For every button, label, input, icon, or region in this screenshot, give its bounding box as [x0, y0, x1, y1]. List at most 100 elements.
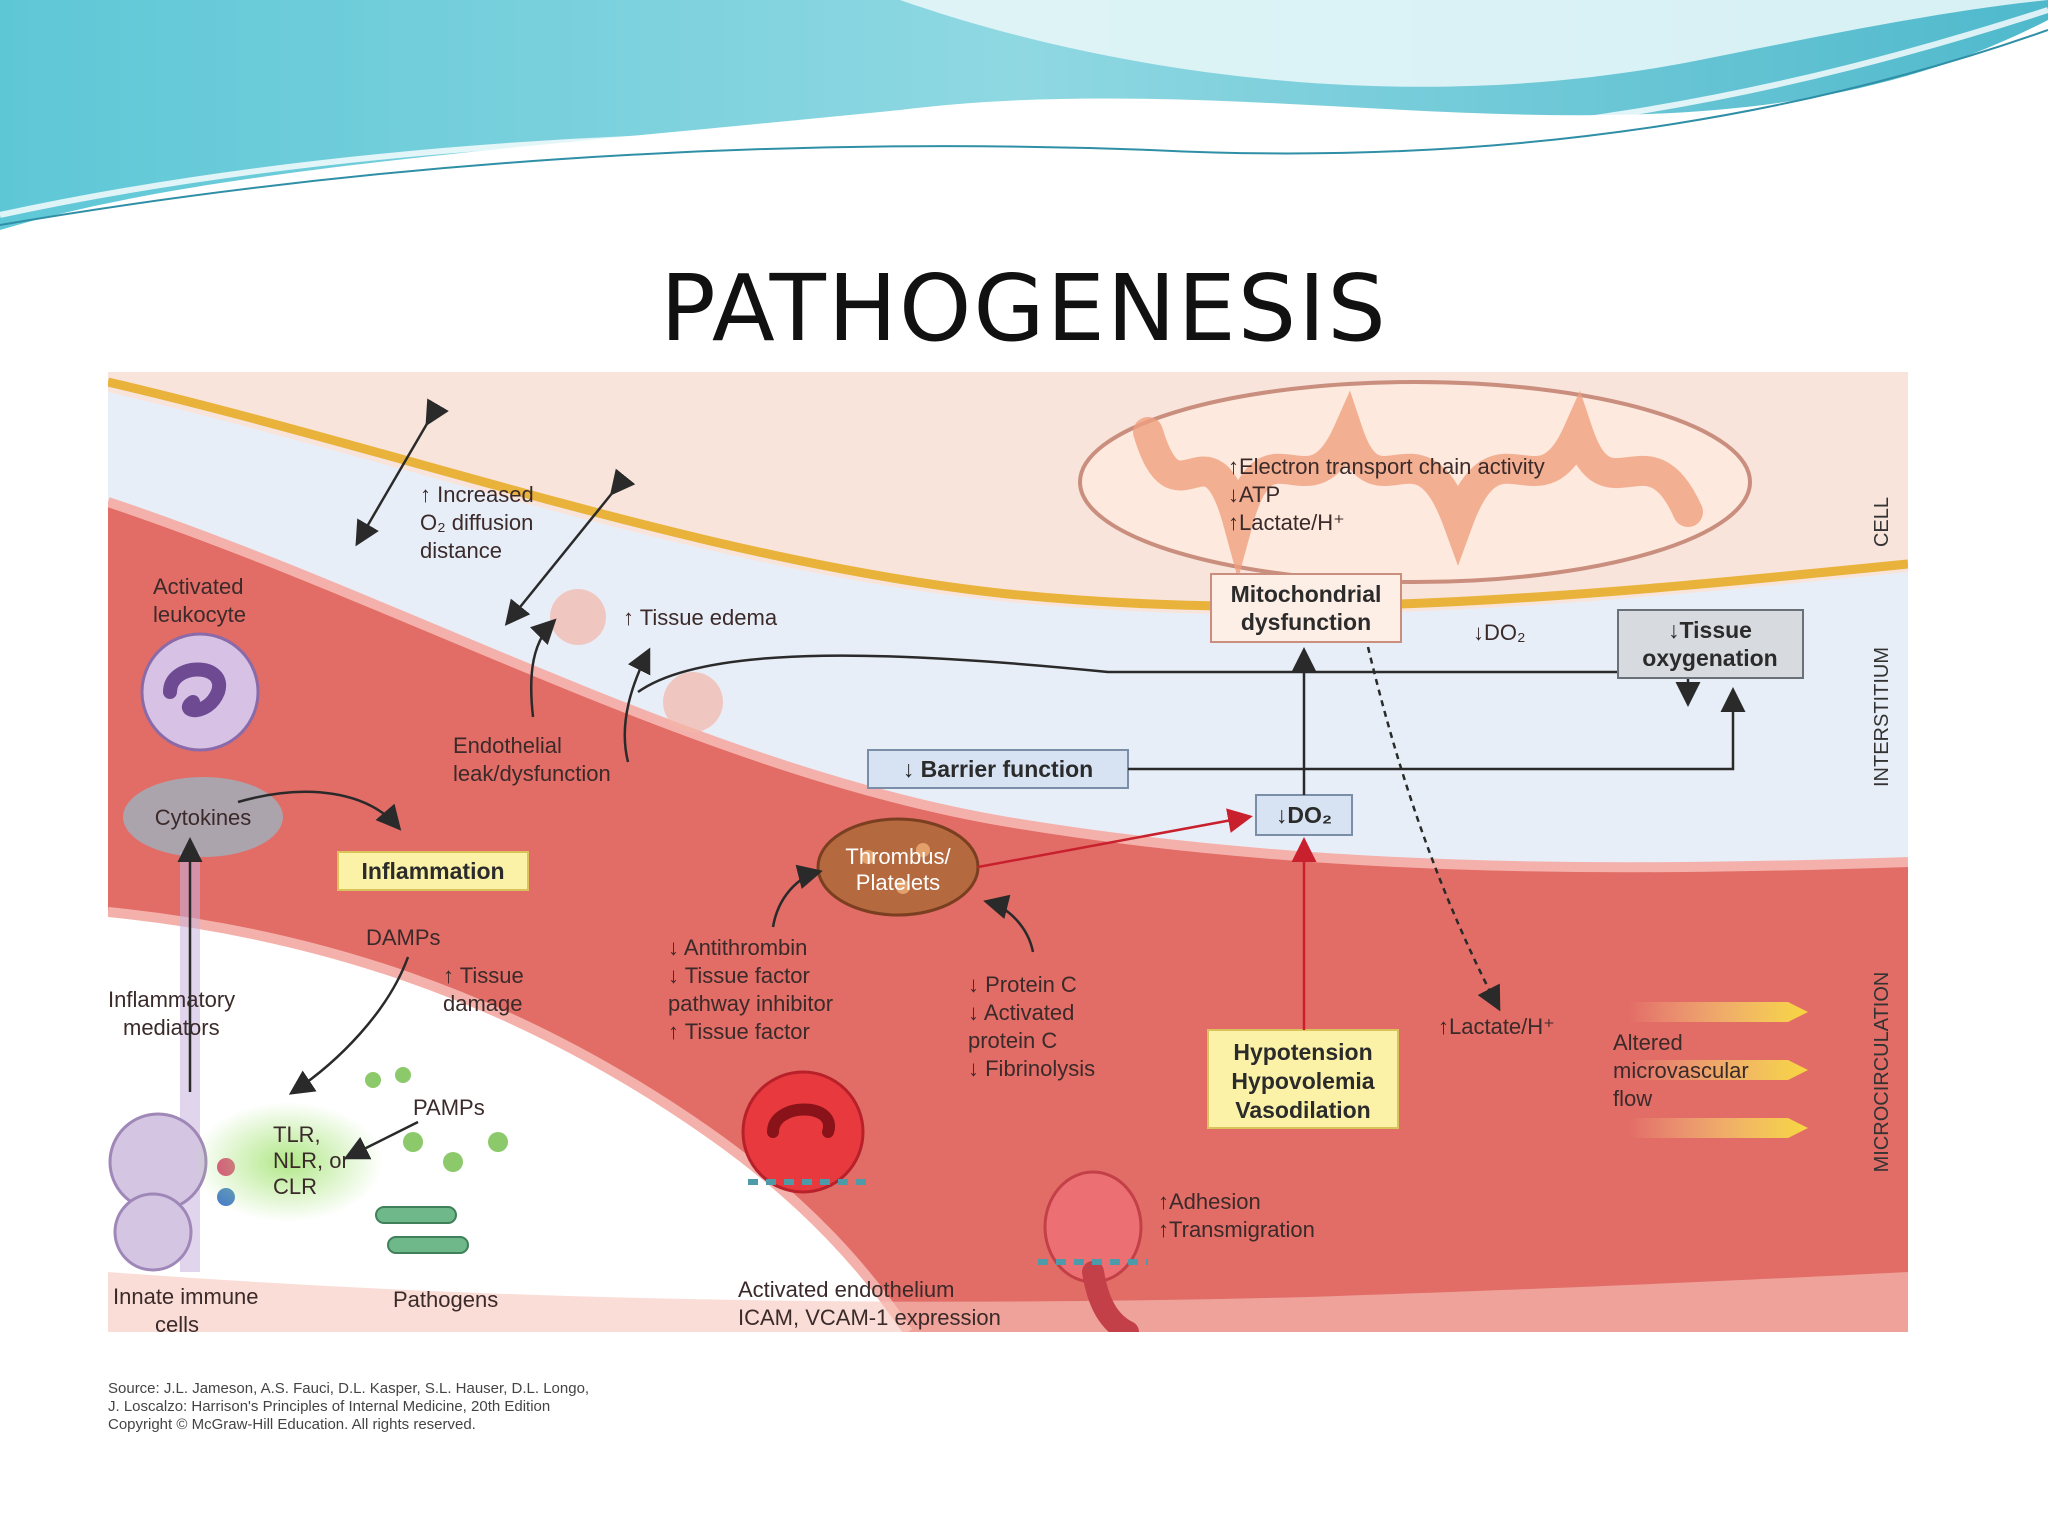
cytokines-label: Cytokines — [155, 805, 252, 830]
source-line: J. Loscalzo: Harrison's Principles of In… — [108, 1398, 551, 1415]
proteinc-label-1: ↓ Protein C — [968, 972, 1077, 997]
platelet-dot — [861, 850, 875, 864]
innate-immune-label-1: Innate immune — [113, 1284, 259, 1309]
pathogenesis-figure: ↑Electron transport chain activity ↓ATP … — [108, 372, 1908, 1332]
altered-flow-label-2: microvascular — [1613, 1058, 1749, 1083]
leukocyte-nucleus — [163, 662, 227, 718]
tlr-label-3: CLR — [273, 1174, 317, 1199]
innate-immune-label-2: cells — [155, 1312, 199, 1332]
mito-etc-text: ↑Electron transport chain activity — [1228, 454, 1545, 479]
activated-leukocyte — [140, 632, 260, 752]
source-line: Copyright © McGraw-Hill Education. All r… — [108, 1416, 476, 1433]
do2-small-label: ↓DO₂ — [1473, 620, 1526, 645]
edema-blob — [663, 672, 723, 732]
vasodilation-label: Vasodilation — [1235, 1097, 1370, 1123]
tissue-white-area — [108, 912, 908, 1332]
mito-atp-text: ↓ATP — [1228, 482, 1280, 507]
vessel-wall — [108, 497, 1908, 873]
adherent-leukocyte — [741, 1070, 865, 1194]
antithrombin-label-4: ↑ Tissue factor — [668, 1019, 810, 1044]
pamp-dot — [365, 1072, 381, 1088]
arrow-mito-to-lactate — [1366, 646, 1501, 1012]
proteinc-label-4: ↓ Fibrinolysis — [968, 1056, 1095, 1081]
pamp-dot — [488, 1132, 508, 1152]
o2-diffusion-label-3: distance — [420, 538, 502, 563]
tissue-damage-label-2: damage — [443, 991, 523, 1016]
antithrombin-label-1: ↓ Antithrombin — [668, 935, 807, 960]
tissue-oxygenation-box — [1617, 609, 1804, 679]
pamp-dot — [403, 1132, 423, 1152]
arrow-thrombus-to-do2 — [977, 808, 1253, 869]
arrow-endothelial-to-edema — [529, 618, 557, 718]
antithrombin-label-3: pathway inhibitor — [668, 991, 833, 1016]
activated-leukocyte-label-1: Activated — [153, 574, 244, 599]
source-citation: Source: J.L. Jameson, A.S. Fauci, D.L. K… — [108, 1380, 589, 1434]
thrombus-label-2: Platelets — [856, 870, 940, 895]
arrow-endothelial-to-edema-2 — [623, 647, 651, 763]
leukocyte-nucleus — [767, 1103, 835, 1138]
barrier-function-label: ↓ Barrier function — [903, 756, 1093, 782]
damps-label: DAMPs — [366, 925, 441, 950]
arrow-cytokines-to-inflammation — [237, 790, 402, 831]
inflammation-label: Inflammation — [361, 858, 504, 884]
tissue-edge — [108, 907, 913, 1332]
interstitium-label: INTERSTITIUM — [1871, 647, 1893, 787]
header-banner — [0, 0, 2048, 230]
o2-diffusion-label-2: O₂ diffusion — [420, 510, 533, 535]
pamps-label: PAMPs — [413, 1095, 485, 1120]
mito-dysfunction-label-2: dysfunction — [1241, 609, 1371, 635]
mito-dysfunction-label-1: Mitochondrial — [1231, 581, 1382, 607]
transmigration-tail — [1082, 1261, 1139, 1332]
diffusion-arrow-1 — [355, 398, 449, 547]
tissue-damage-label-1: ↑ Tissue — [443, 963, 524, 988]
endothelium-label-1: Activated endothelium — [738, 1277, 954, 1302]
tissue-oxygenation-label-2: oxygenation — [1642, 645, 1777, 671]
tissue-edema-label: ↑ Tissue edema — [623, 605, 778, 630]
pamp-dot — [443, 1152, 463, 1172]
o2-diffusion-label-1: ↑ Increased — [420, 482, 534, 507]
lactate-label: ↑Lactate/H⁺ — [1438, 1014, 1555, 1039]
arrow-barrier-to-oxygenation — [1128, 687, 1746, 771]
arrow-antithrombin-to-thrombus — [771, 864, 823, 928]
mito-lactate-text: ↑Lactate/H⁺ — [1228, 510, 1345, 535]
pamp-dot — [395, 1067, 411, 1083]
activated-leukocyte-label-2: leukocyte — [153, 602, 246, 627]
platelet-dot — [896, 880, 910, 894]
inflammation-box — [337, 851, 529, 891]
adhesion-label-1: ↑Adhesion — [1158, 1189, 1261, 1214]
page-title: PATHOGENESIS — [660, 255, 1388, 362]
proteinc-label-3: protein C — [968, 1028, 1057, 1053]
do2-box — [1255, 794, 1353, 836]
flow-arrow — [1628, 1060, 1808, 1080]
interstitium-region — [108, 392, 1908, 868]
altered-flow-label-1: Altered — [1613, 1030, 1683, 1055]
thrombus-label-1: Thrombus/ — [845, 844, 951, 869]
endothelial-label-1: Endothelial — [453, 733, 562, 758]
microcirculation-label: MICROCIRCULATION — [1871, 972, 1893, 1173]
cytokines-cloud — [123, 777, 283, 857]
inflammatory-mediators-label-2: mediators — [123, 1015, 220, 1040]
recognition-glow — [193, 1102, 383, 1222]
endothelial-label-2: leak/dysfunction — [453, 761, 611, 786]
do2-label: ↓DO₂ — [1276, 802, 1332, 828]
hypovolemia-label: Hypovolemia — [1231, 1068, 1374, 1094]
arrow-proteinc-to-thrombus — [983, 894, 1035, 953]
altered-flow-label-3: flow — [1613, 1086, 1652, 1111]
cell-label: CELL — [1871, 497, 1893, 547]
inflammatory-mediators-label-1: Inflammatory — [108, 987, 235, 1012]
pathogen-bacterium — [387, 1236, 469, 1254]
arrow-leak-to-oxygenation — [637, 654, 1701, 707]
mito-dysfunction-box — [1210, 573, 1402, 643]
innate-immune-cell — [113, 1192, 193, 1272]
tlr-label-1: TLR, — [273, 1122, 321, 1147]
pathogen-bacterium — [375, 1206, 457, 1224]
adhesion-label-2: ↑Transmigration — [1158, 1217, 1315, 1242]
mitochondrion-cristae — [1133, 390, 1703, 579]
source-line: Source: J.L. Jameson, A.S. Fauci, D.L. K… — [108, 1380, 590, 1397]
flow-arrow — [1628, 1002, 1808, 1022]
arrow-damps-to-receptor — [288, 956, 410, 1095]
hypotension-box — [1207, 1029, 1399, 1129]
arrow-pamps-to-receptor — [343, 1120, 419, 1160]
tissue-oxygenation-label-1: ↓Tissue — [1668, 617, 1752, 643]
pathogens-label: Pathogens — [393, 1287, 498, 1312]
